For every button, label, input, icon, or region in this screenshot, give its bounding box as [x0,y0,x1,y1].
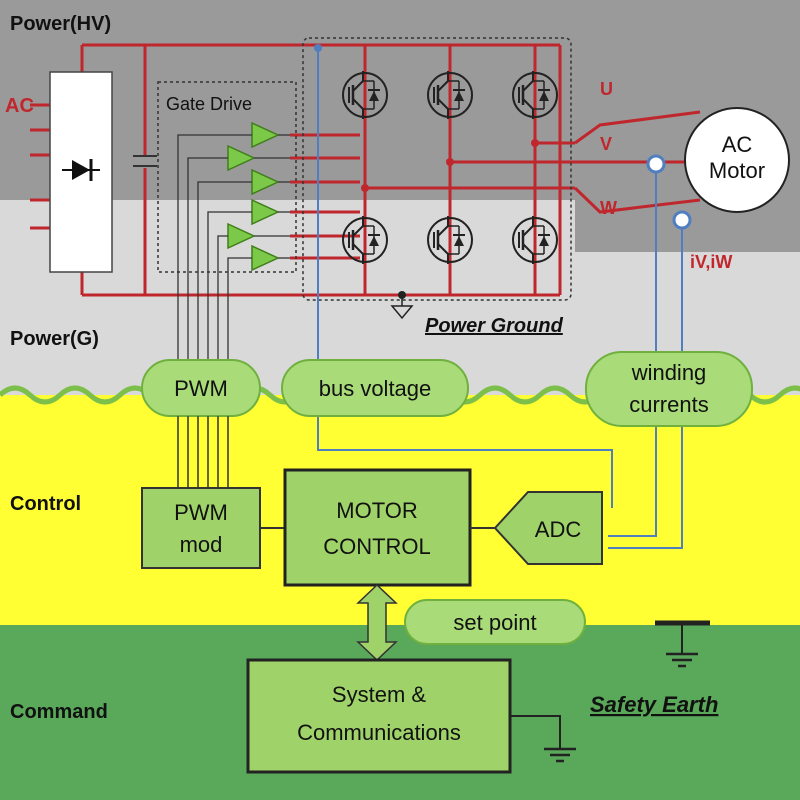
phase-v-label: V [600,134,612,154]
system-line2: Communications [297,720,461,745]
winding-currents-line2: currents [629,392,708,417]
bus-voltage-bubble [281,359,469,417]
zone-label-power-g: Power(G) [10,328,99,350]
current-sensor-w [672,210,692,230]
gate-driver-buffers [227,121,280,272]
winding-currents-bubble [585,351,753,427]
current-sense-label: iV,iW [690,252,732,272]
bus-voltage-label: bus voltage [319,376,432,401]
inverter-bridge-box [302,37,572,301]
motor-label-line2: Motor [709,158,765,183]
pwm-bus-lines [177,416,229,488]
ac-input-label: AC [5,95,34,117]
gate-drive-box [157,81,297,273]
phase-u-label: U [600,79,613,99]
pwm-mod-line2: mod [180,532,223,557]
winding-currents-line1: winding [631,360,707,385]
chassis-earth-icon [655,620,710,668]
motor-label-line1: AC [722,132,753,157]
power-junctions [361,139,539,192]
pwm-bubble-label: PWM [174,376,228,401]
set-point-bubble [404,599,586,645]
power-ground-icon [390,291,414,320]
motor-control-line1: MOTOR [336,498,417,523]
current-sensor-v [646,154,666,174]
adc-label: ADC [535,517,582,542]
motor-control-block [283,468,472,587]
zone-label-control: Control [10,493,81,515]
diode-icon [62,159,100,181]
system-communications-block [246,658,512,774]
earth-wire [510,715,561,735]
set-point-label: set point [453,610,536,635]
system-line1: System & [332,682,426,707]
bus-sense-node [314,44,322,52]
safety-earth-label: Safety Earth [590,692,718,717]
sense-wires [317,48,683,549]
gate-drive-label: Gate Drive [166,94,252,114]
pwm-bubble [141,359,261,417]
motor-control-line2: CONTROL [323,534,431,559]
phase-w-label: W [600,198,617,218]
ac-motor [684,107,790,213]
power-ground-label: Power Ground [425,315,564,337]
adc-block [493,491,603,565]
power-hv-zone [0,0,800,200]
zone-label-power-hv: Power(HV) [10,13,111,35]
pwm-mod-line1: PWM [174,500,228,525]
zone-label-command: Command [10,701,108,723]
pwm-mod-block [141,487,261,569]
capacitor-icon [133,155,157,167]
